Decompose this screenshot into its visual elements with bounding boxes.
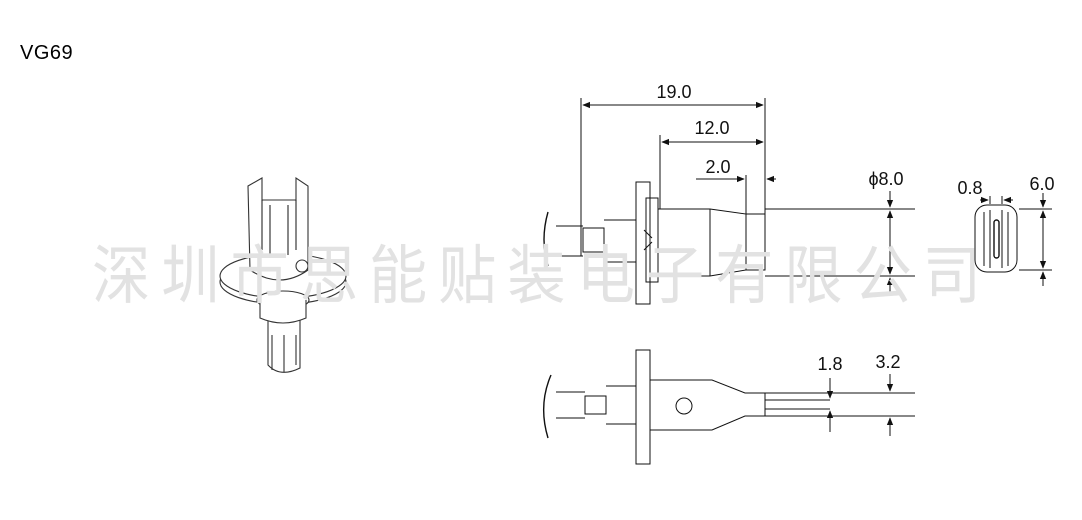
dim-slot-width: 0.8 [957, 178, 982, 198]
dim-overall-length: 19.0 [656, 82, 691, 102]
nozzle-isometric-view [219, 176, 347, 373]
watermark-text: 深圳市思能贴装电子有限公司 [92, 240, 992, 314]
dim-tip-length: 12.0 [694, 118, 729, 138]
dim-tip-end: 2.0 [705, 157, 730, 177]
dim-bottom-outer: 3.2 [875, 352, 900, 372]
dim-diameter: ϕ8.0 [868, 169, 903, 189]
end-view [974, 193, 1052, 286]
part-title: VG69 [20, 42, 74, 64]
dim-tip-height: 6.0 [1029, 174, 1054, 194]
dim-bottom-inner: 1.8 [817, 354, 842, 374]
side-view-top [543, 98, 915, 305]
side-view-bottom [542, 349, 915, 465]
